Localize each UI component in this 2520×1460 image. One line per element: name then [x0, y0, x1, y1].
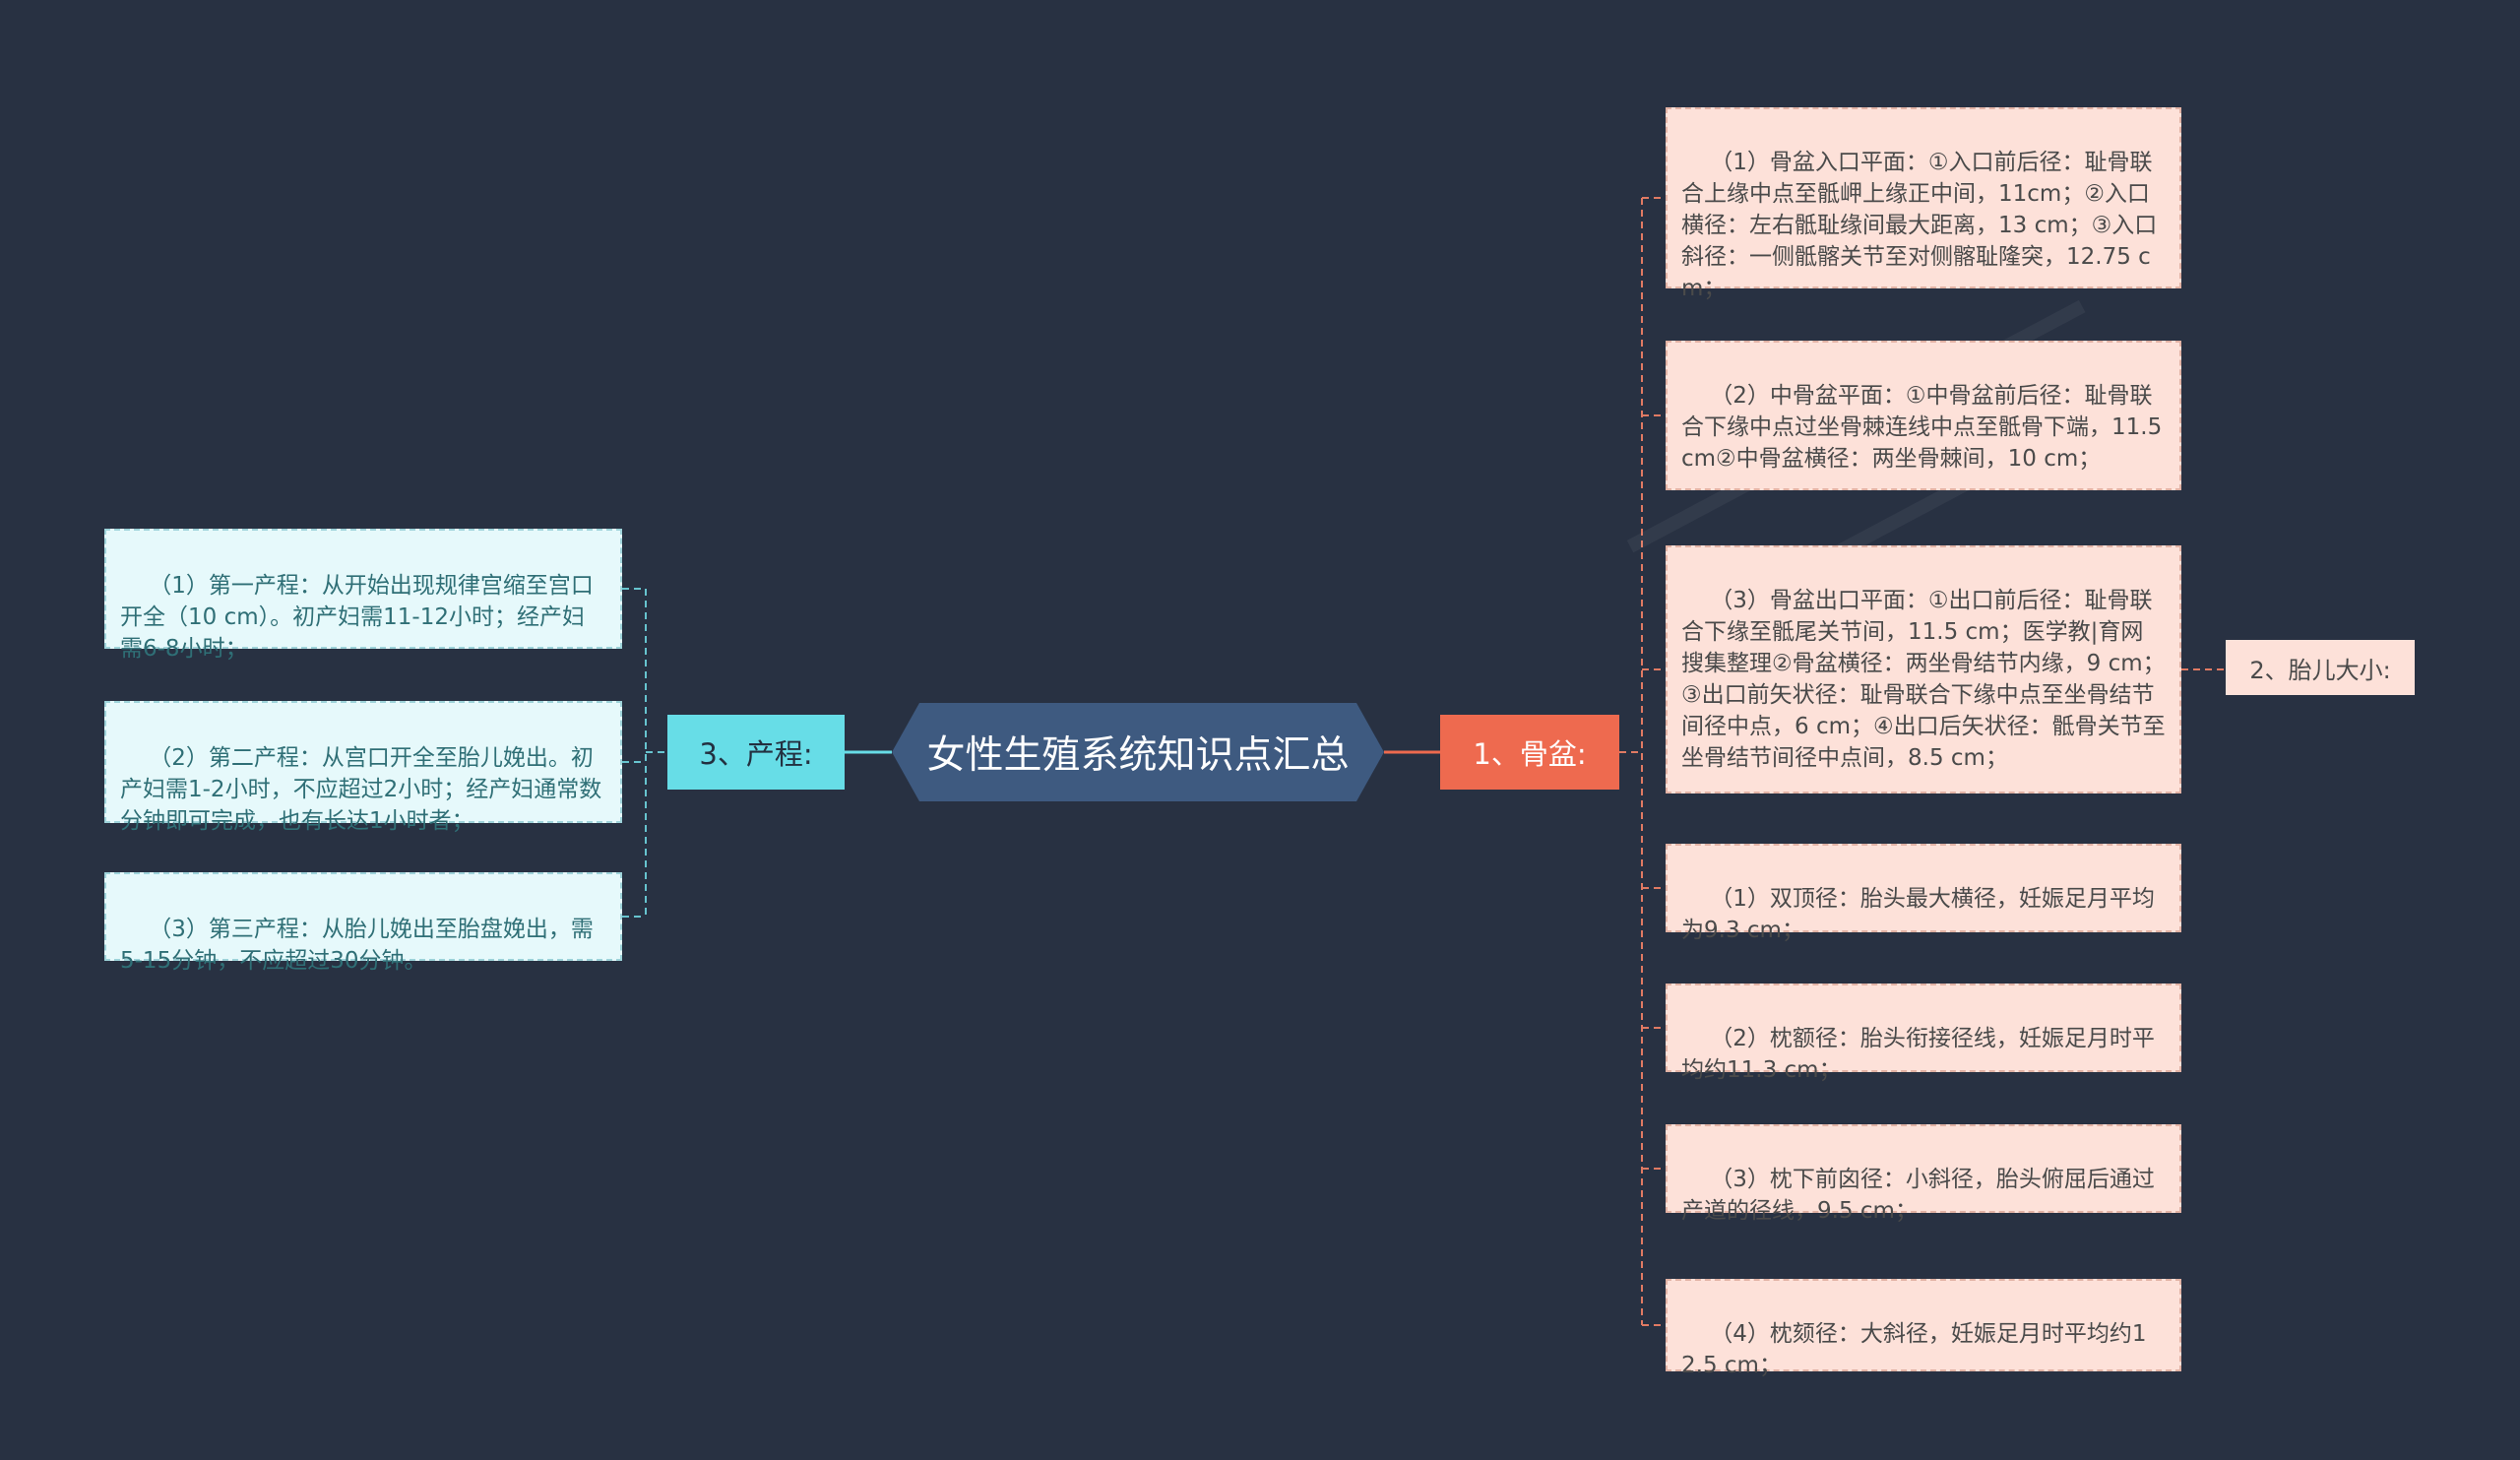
- pelvis-item-2[interactable]: （3）骨盆出口平面：①出口前后径：耻骨联合下缘至骶尾关节间，11.5 cm；医学…: [1666, 545, 2181, 793]
- pelvis-item-3[interactable]: （1）双顶径：胎头最大横径，妊娠足月平均为9.3 cm；: [1666, 844, 2181, 943]
- pelvis-item-6-text: （4）枕颏径：大斜径，妊娠足月时平均约12.5 cm；: [1681, 1321, 2147, 1378]
- pelvis-item-1[interactable]: （2）中骨盆平面：①中骨盆前后径：耻骨联合下缘中点过坐骨棘连线中点至骶骨下端，1…: [1666, 341, 2181, 490]
- pelvis-item-5-text: （3）枕下前囟径：小斜径，胎头俯屈后通过产道的径线，9.5 cm；: [1681, 1167, 2155, 1224]
- branch-fetal-size[interactable]: 2、胎儿大小:: [2226, 640, 2415, 695]
- labor-item-0[interactable]: （1）第一产程：从开始出现规律宫缩至宫口开全（10 cm）。初产妇需11-12小…: [104, 529, 622, 662]
- pelvis-item-0[interactable]: （1）骨盆入口平面：①入口前后径：耻骨联合上缘中点至骶岬上缘正中间，11cm；②…: [1666, 107, 2181, 301]
- branch-pelvis[interactable]: 1、骨盆:: [1440, 715, 1619, 790]
- pelvis-item-6[interactable]: （4）枕颏径：大斜径，妊娠足月时平均约12.5 cm；: [1666, 1279, 2181, 1378]
- central-topic[interactable]: 女性生殖系统知识点汇总: [892, 703, 1384, 801]
- pelvis-item-0-text: （1）骨盆入口平面：①入口前后径：耻骨联合上缘中点至骶岬上缘正中间，11cm；②…: [1681, 150, 2158, 301]
- branch-labor-label: 3、产程:: [699, 737, 813, 771]
- labor-item-2[interactable]: （3）第三产程：从胎儿娩出至胎盘娩出，需5-15分钟，不应超过30分钟。: [104, 872, 622, 974]
- labor-item-1-text: （2）第二产程：从宫口开全至胎儿娩出。初产妇需1-2小时，不应超过2小时；经产妇…: [120, 745, 602, 834]
- labor-item-0-text: （1）第一产程：从开始出现规律宫缩至宫口开全（10 cm）。初产妇需11-12小…: [120, 573, 594, 662]
- pelvis-item-3-text: （1）双顶径：胎头最大横径，妊娠足月平均为9.3 cm；: [1681, 886, 2155, 943]
- labor-item-2-text: （3）第三产程：从胎儿娩出至胎盘娩出，需5-15分钟，不应超过30分钟。: [120, 917, 594, 974]
- labor-item-1[interactable]: （2）第二产程：从宫口开全至胎儿娩出。初产妇需1-2小时，不应超过2小时；经产妇…: [104, 701, 622, 834]
- central-topic-label: 女性生殖系统知识点汇总: [926, 733, 1350, 778]
- pelvis-item-2-text: （3）骨盆出口平面：①出口前后径：耻骨联合下缘至骶尾关节间，11.5 cm；医学…: [1681, 588, 2166, 771]
- branch-fetal-size-label: 2、胎儿大小:: [2249, 656, 2391, 684]
- pelvis-item-4-text: （2）枕额径：胎头衔接径线，妊娠足月时平均约11.3 cm；: [1681, 1026, 2155, 1083]
- branch-labor[interactable]: 3、产程:: [667, 715, 845, 790]
- pelvis-item-5[interactable]: （3）枕下前囟径：小斜径，胎头俯屈后通过产道的径线，9.5 cm；: [1666, 1124, 2181, 1224]
- branch-pelvis-label: 1、骨盆:: [1473, 737, 1587, 771]
- pelvis-item-4[interactable]: （2）枕额径：胎头衔接径线，妊娠足月时平均约11.3 cm；: [1666, 984, 2181, 1083]
- pelvis-item-1-text: （2）中骨盆平面：①中骨盆前后径：耻骨联合下缘中点过坐骨棘连线中点至骶骨下端，1…: [1681, 383, 2170, 472]
